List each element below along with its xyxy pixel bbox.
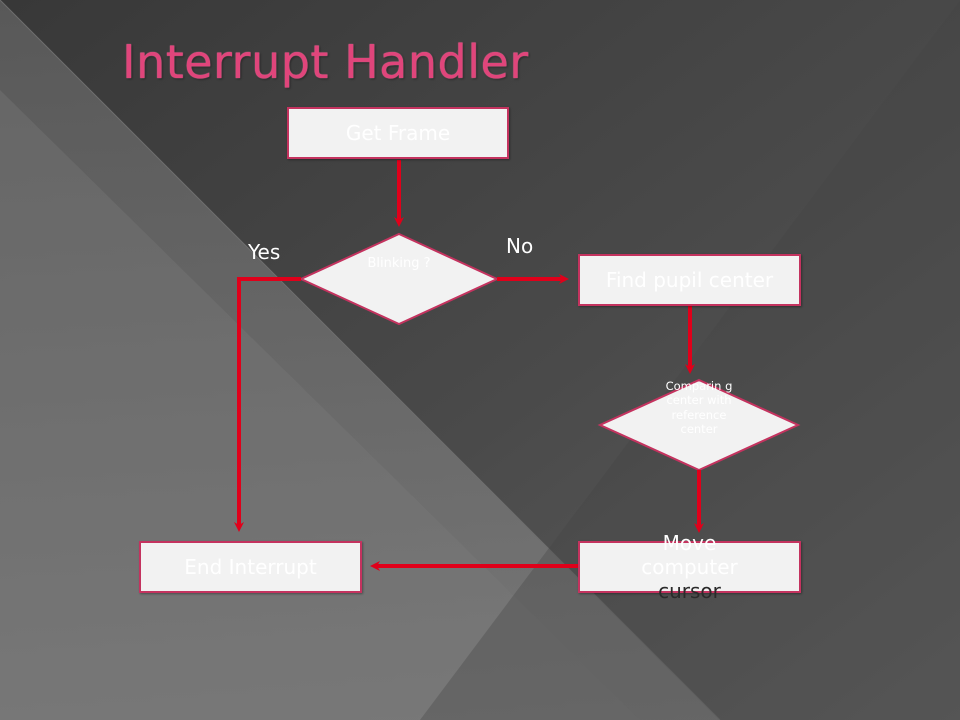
slide-title: Interrupt Handler xyxy=(122,35,529,89)
comparing-decision-label: Comparin g center with reference center xyxy=(665,379,733,437)
blinking-decision-diamond xyxy=(298,232,500,326)
branch-yes-label: Yes xyxy=(248,240,281,264)
end-interrupt-box: End Interrupt xyxy=(139,541,362,593)
arrow-blinking-to-end xyxy=(234,277,301,532)
move-cursor-line3: cursor xyxy=(658,579,721,603)
move-cursor-box: Move computer cursor xyxy=(578,531,801,603)
get-frame-box: Get Frame xyxy=(287,107,509,159)
end-interrupt-label: End Interrupt xyxy=(184,555,317,579)
find-pupil-box: Find pupil center xyxy=(578,254,801,306)
move-cursor-line2: computer xyxy=(641,555,738,579)
get-frame-label: Get Frame xyxy=(345,121,451,145)
branch-no-label: No xyxy=(506,234,534,258)
blinking-decision-label: Blinking ? xyxy=(367,256,431,271)
find-pupil-label: Find pupil center xyxy=(605,268,774,292)
move-cursor-line1: Move xyxy=(662,531,717,555)
